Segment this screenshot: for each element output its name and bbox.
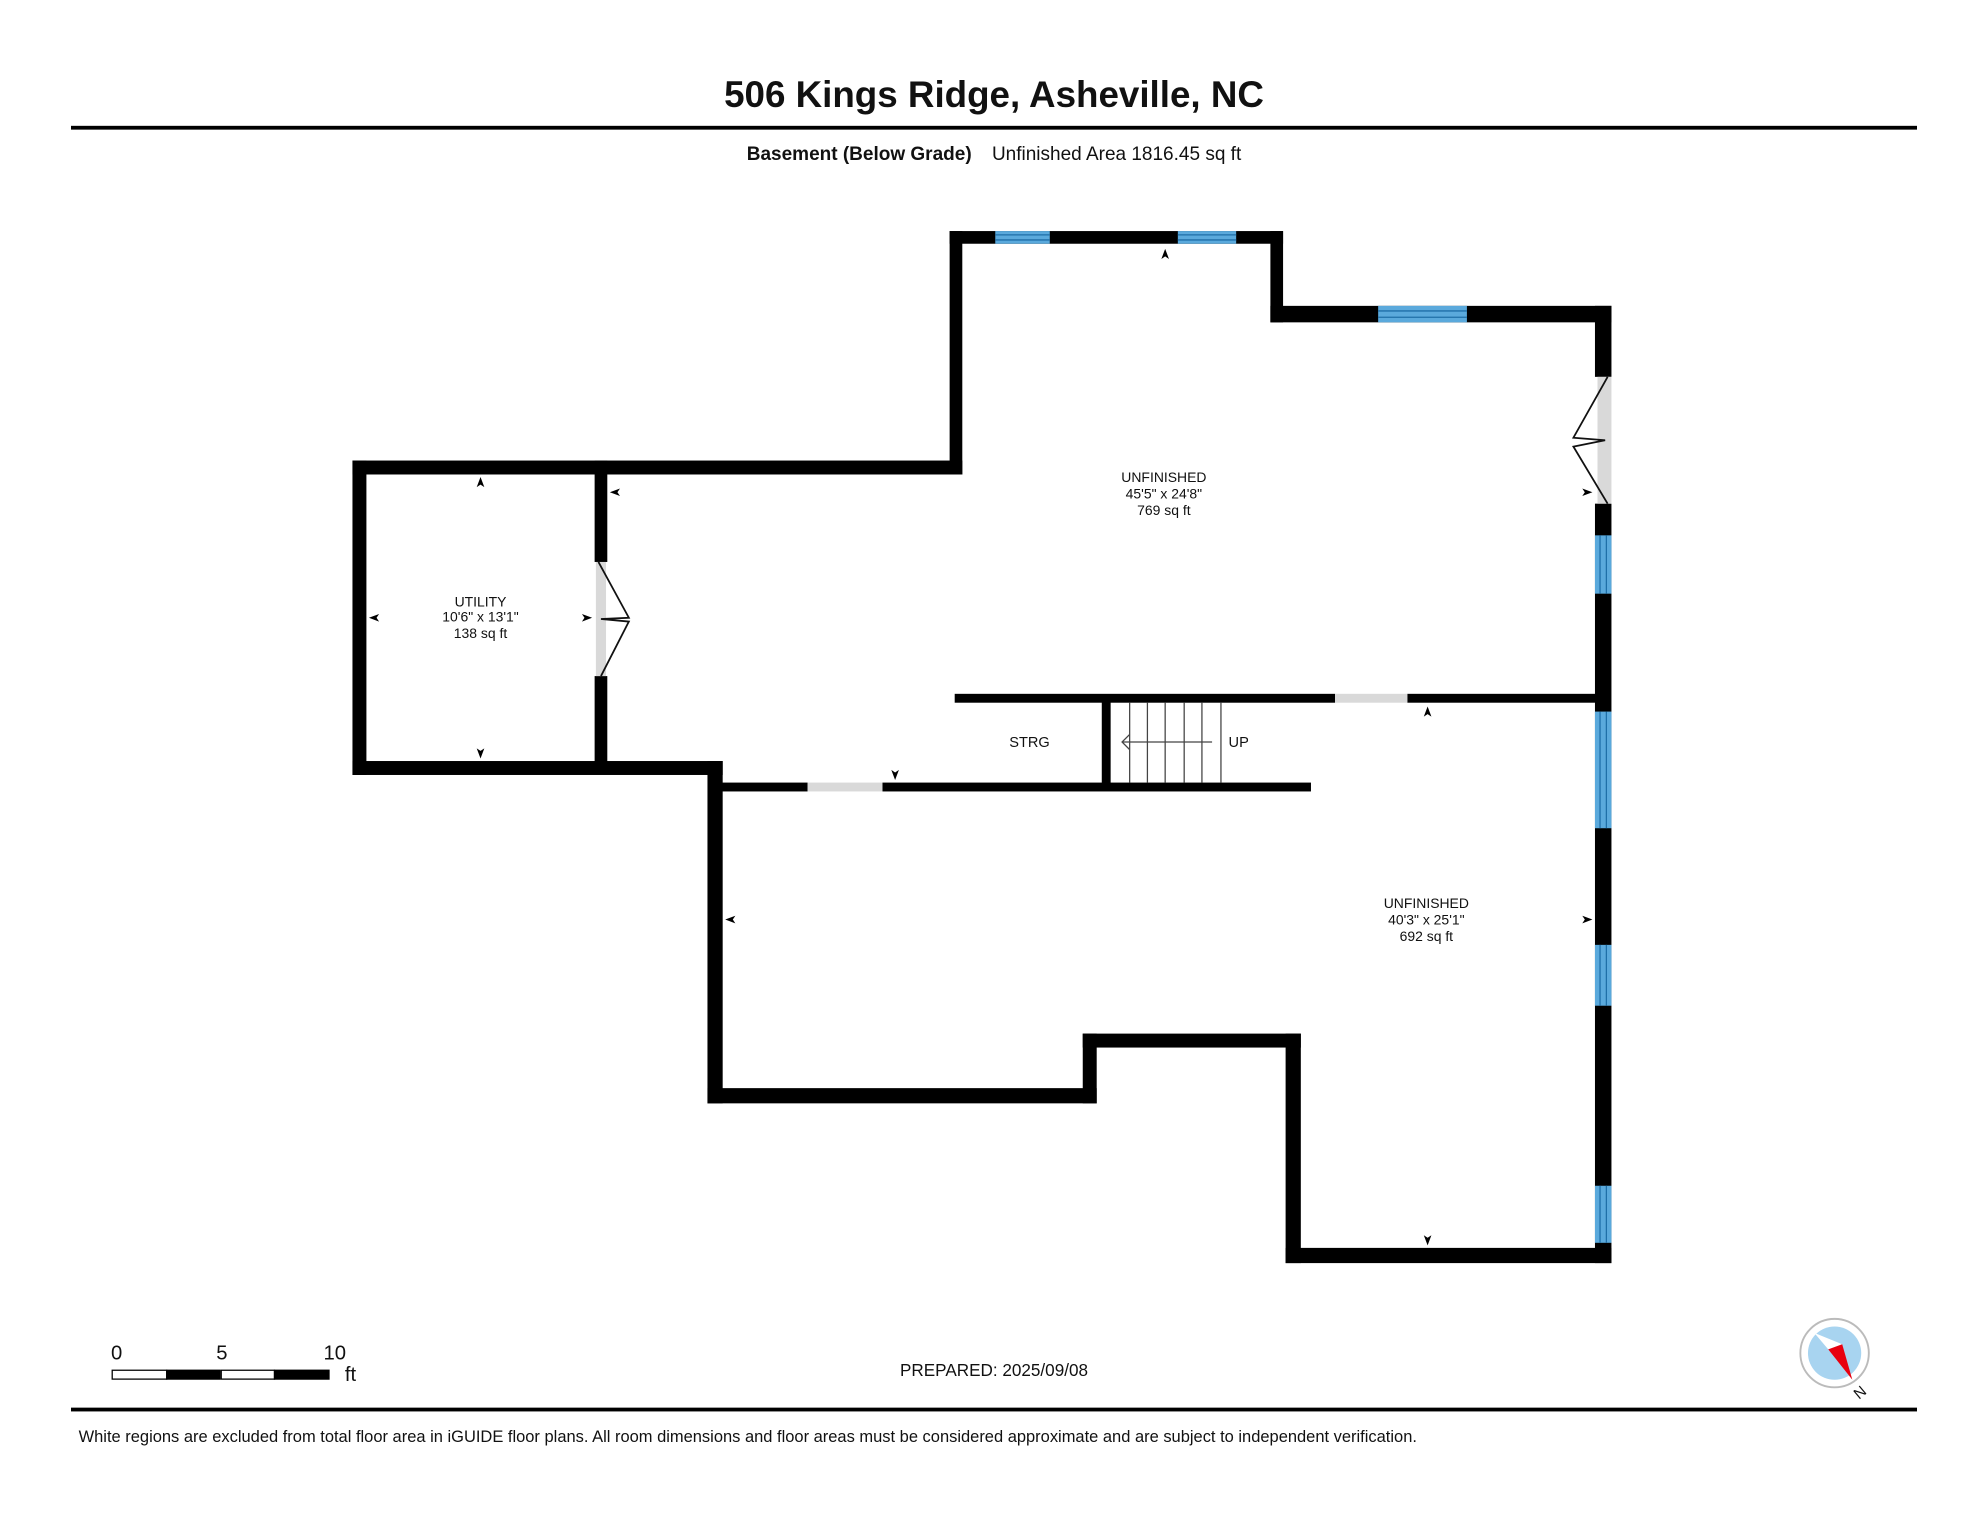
wall — [1285, 1247, 1612, 1264]
svg-text:45'5" x 24'8": 45'5" x 24'8" — [1126, 486, 1202, 502]
svg-text:692 sq ft: 692 sq ft — [1400, 928, 1454, 944]
wall — [352, 761, 723, 775]
door-opening — [1335, 693, 1408, 703]
dimension-markers — [368, 248, 1593, 1246]
walls — [352, 231, 1612, 1264]
svg-text:UNFINISHED: UNFINISHED — [1121, 469, 1206, 485]
window — [1594, 944, 1612, 1006]
stairs-label: UP — [1229, 735, 1249, 751]
window — [1594, 1185, 1612, 1243]
svg-text:ft: ft — [345, 1364, 357, 1386]
room-label-unfinished-top: UNFINISHED 45'5" x 24'8" 769 sq ft — [1121, 469, 1206, 518]
double-door-swing — [597, 561, 631, 677]
wall — [707, 761, 723, 1104]
wall — [594, 460, 608, 562]
wall — [707, 1088, 1097, 1104]
svg-text:0: 0 — [111, 1342, 122, 1364]
svg-text:40'3" x 25'1": 40'3" x 25'1" — [1388, 912, 1464, 928]
window — [1594, 535, 1612, 594]
window — [1177, 231, 1237, 244]
wall — [1101, 697, 1111, 788]
floor-summary: Basement (Below Grade) Unfinished Area 18… — [747, 144, 1242, 165]
disclaimer: White regions are excluded from total fl… — [79, 1428, 1417, 1446]
windows — [995, 231, 1612, 1243]
wall — [352, 460, 963, 475]
stairs — [1121, 702, 1222, 783]
svg-text:UTILITY: UTILITY — [455, 593, 507, 609]
svg-text:769 sq ft: 769 sq ft — [1137, 502, 1191, 518]
room-label-utility: UTILITY 10'6" x 13'1" 138 sq ft — [442, 593, 518, 641]
svg-text:10'6" x 13'1": 10'6" x 13'1" — [442, 609, 518, 625]
double-door-swing — [1571, 376, 1609, 505]
doors — [595, 376, 1612, 792]
scale-bar: 0 5 10 ft — [111, 1342, 356, 1386]
svg-text:N: N — [1851, 1383, 1870, 1403]
wall — [954, 693, 1336, 703]
window — [1378, 305, 1467, 323]
room-label-unfinished-bottom: UNFINISHED 40'3" x 25'1" 692 sq ft — [1384, 895, 1469, 944]
room-label-storage: STRG — [1009, 735, 1050, 751]
window — [1594, 711, 1612, 829]
wall — [1594, 503, 1612, 1264]
wall — [1082, 1033, 1097, 1104]
compass-icon: N — [1799, 1317, 1870, 1403]
prepared-date: PREPARED: 2025/09/08 — [900, 1361, 1088, 1380]
wall — [1270, 231, 1284, 323]
footer-rule — [71, 1407, 1917, 1412]
page-title: 506 Kings Ridge, Asheville, NC — [724, 74, 1264, 115]
wall — [352, 460, 367, 775]
wall — [949, 231, 963, 475]
wall — [1082, 1033, 1301, 1048]
svg-text:UNFINISHED: UNFINISHED — [1384, 895, 1469, 911]
svg-text:10: 10 — [323, 1342, 346, 1364]
svg-text:5: 5 — [216, 1342, 227, 1364]
window — [995, 231, 1050, 244]
wall — [720, 782, 808, 792]
svg-text:138 sq ft: 138 sq ft — [454, 625, 508, 641]
wall — [1285, 1033, 1301, 1264]
door-opening — [807, 782, 883, 792]
area-label: Unfinished Area 1816.45 sq ft — [992, 144, 1242, 165]
wall — [1407, 693, 1601, 703]
wall — [1594, 305, 1612, 377]
floor-label: Basement (Below Grade) — [747, 144, 972, 165]
wall — [594, 676, 608, 768]
header-rule — [71, 125, 1917, 130]
wall — [882, 782, 1311, 792]
